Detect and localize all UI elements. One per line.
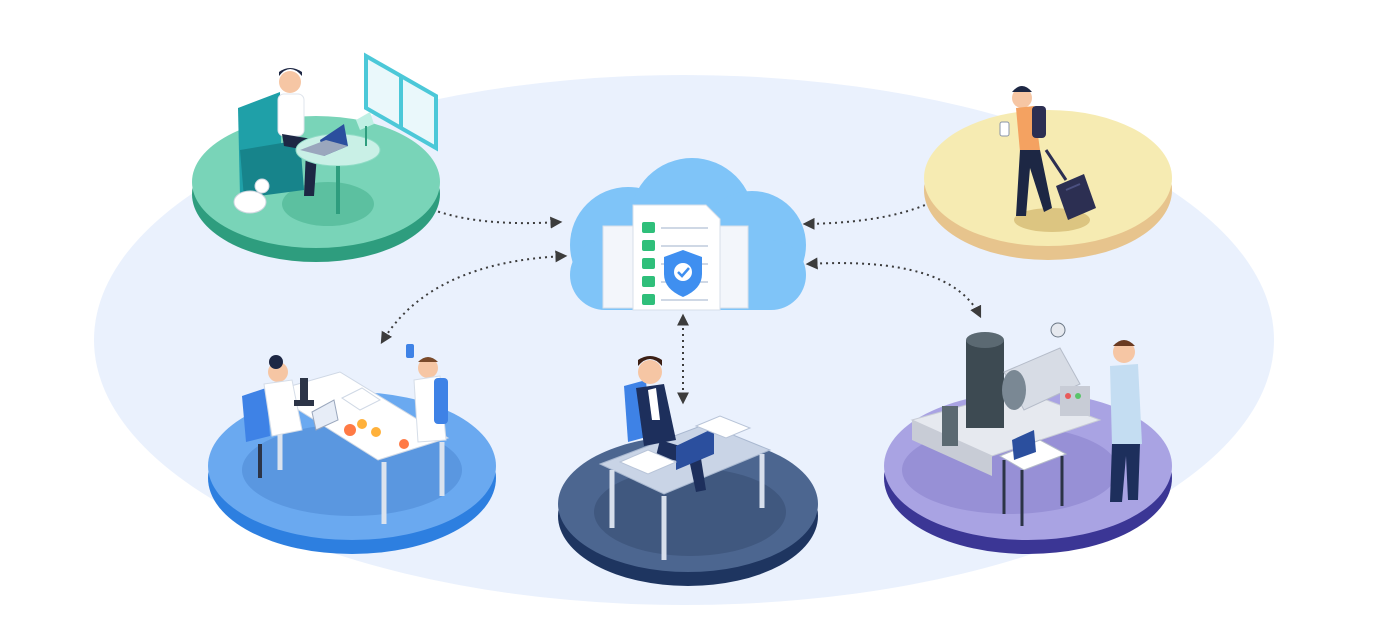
cylinder-icon bbox=[1002, 322, 1081, 411]
control-panel-icon bbox=[1060, 386, 1090, 416]
lab-table-icon bbox=[268, 371, 450, 461]
laptop-icon bbox=[1012, 430, 1036, 460]
chair-icon bbox=[242, 388, 270, 478]
window-icon bbox=[364, 52, 438, 152]
home-office-scene bbox=[192, 52, 440, 262]
traveler-scene bbox=[924, 86, 1172, 260]
person-icon bbox=[413, 357, 448, 443]
connectors bbox=[380, 165, 982, 405]
lamp-icon bbox=[356, 112, 374, 146]
shield-check-icon bbox=[664, 250, 702, 297]
monitor-icon bbox=[676, 428, 714, 470]
flask-icon bbox=[344, 344, 414, 449]
laptop-icon bbox=[311, 399, 339, 431]
factory-scene bbox=[884, 322, 1172, 554]
laptop-icon bbox=[300, 124, 348, 156]
papers-icon bbox=[341, 387, 381, 411]
laboratory-scene bbox=[208, 344, 496, 554]
tank-icon bbox=[942, 332, 1004, 446]
microscope-icon bbox=[294, 378, 314, 406]
person-icon bbox=[1110, 340, 1142, 502]
connector-factory bbox=[805, 257, 982, 319]
person-icon bbox=[263, 355, 303, 437]
suitcase-icon bbox=[1044, 149, 1096, 220]
office-scene bbox=[558, 356, 818, 586]
connector-lab bbox=[380, 250, 568, 345]
person-icon bbox=[636, 356, 706, 492]
document-checklist-icon bbox=[602, 204, 749, 311]
cat-icon bbox=[233, 178, 270, 214]
person-icon bbox=[999, 86, 1052, 216]
papers-icon bbox=[618, 415, 752, 475]
connector-traveler bbox=[802, 165, 974, 230]
